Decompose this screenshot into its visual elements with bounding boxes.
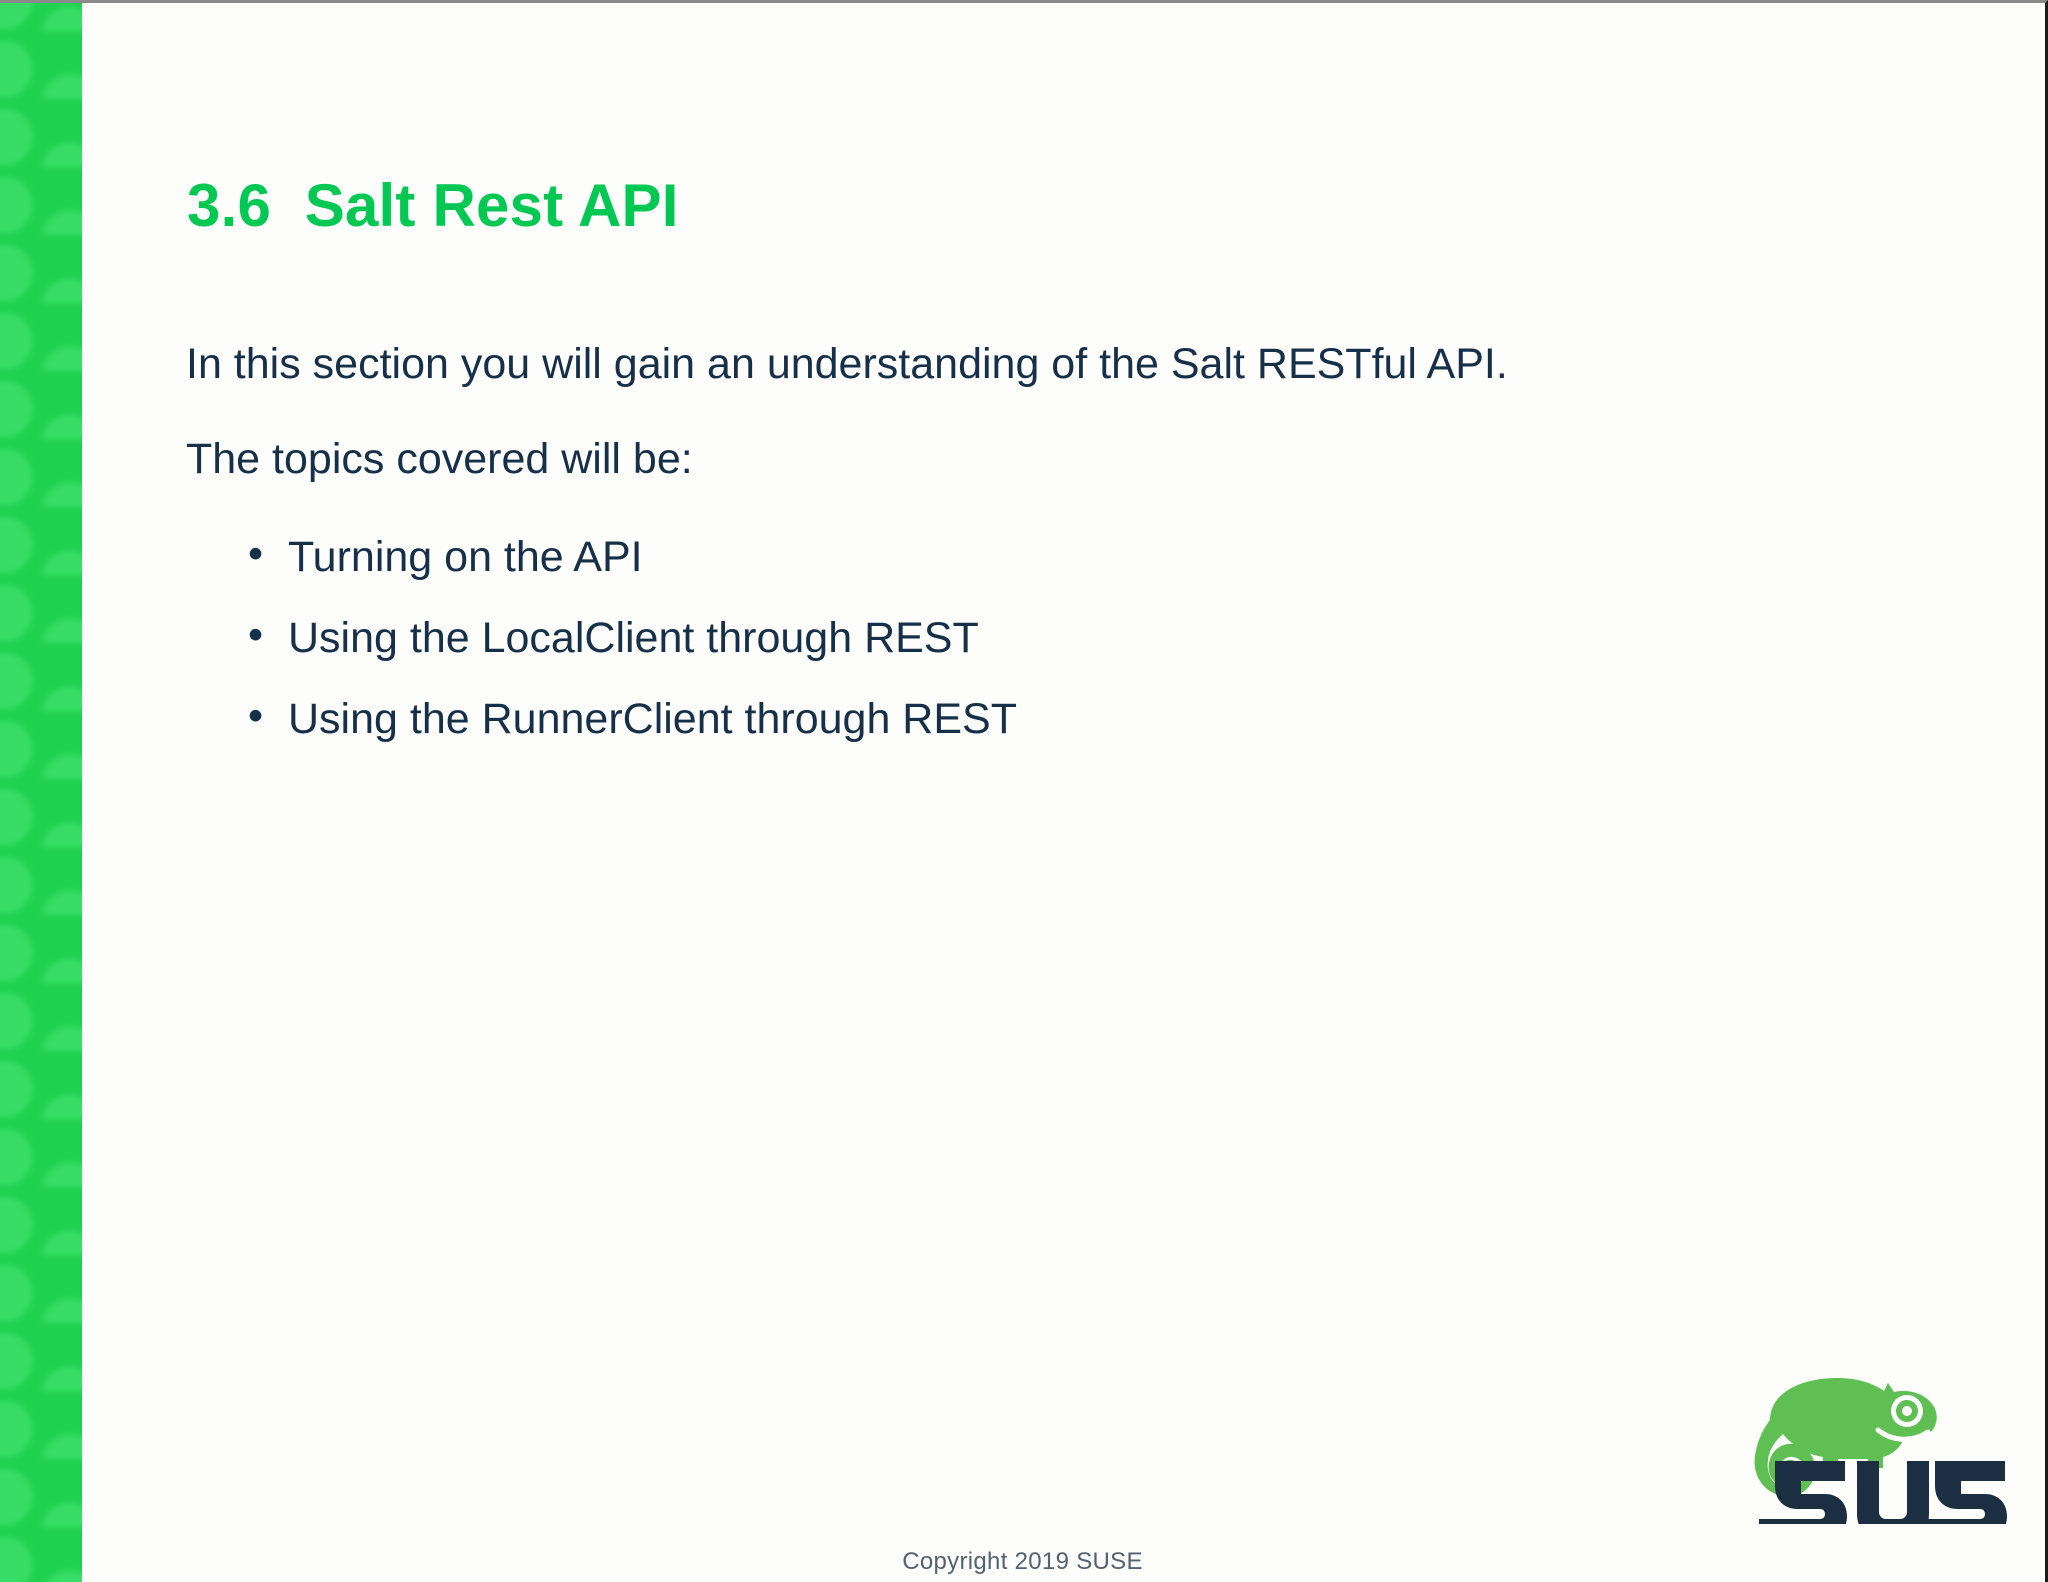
topics-bullet-list: • Turning on the API • Using the LocalCl… <box>186 533 1886 744</box>
intro-paragraph: In this section you will gain an underst… <box>186 340 1508 388</box>
slide-content-area: 3.6 Salt Rest API In this section you wi… <box>82 3 2045 1582</box>
bullet-point-icon: • <box>248 611 264 659</box>
list-item-label: Using the RunnerClient through REST <box>288 695 1017 743</box>
page-title: 3.6 Salt Rest API <box>187 172 679 239</box>
dot-pattern-decoration <box>0 3 82 1582</box>
bullet-point-icon: • <box>248 692 264 740</box>
list-item: • Using the LocalClient through REST <box>186 614 1886 663</box>
footer-copyright: Copyright 2019 SUSE <box>902 1548 1143 1575</box>
slide-body: In this section you will gain an underst… <box>186 343 1886 776</box>
list-item-label: Using the LocalClient through REST <box>288 614 979 662</box>
bullet-point-icon: • <box>248 530 264 578</box>
list-item: • Using the RunnerClient through REST <box>186 695 1886 744</box>
suse-logo <box>1707 1364 2017 1524</box>
topics-lead-paragraph: The topics covered will be: <box>186 435 693 483</box>
suse-wordmark <box>1759 1461 2007 1524</box>
brand-side-band <box>0 3 82 1582</box>
list-item: • Turning on the API <box>186 533 1886 582</box>
list-item-label: Turning on the API <box>288 533 643 581</box>
